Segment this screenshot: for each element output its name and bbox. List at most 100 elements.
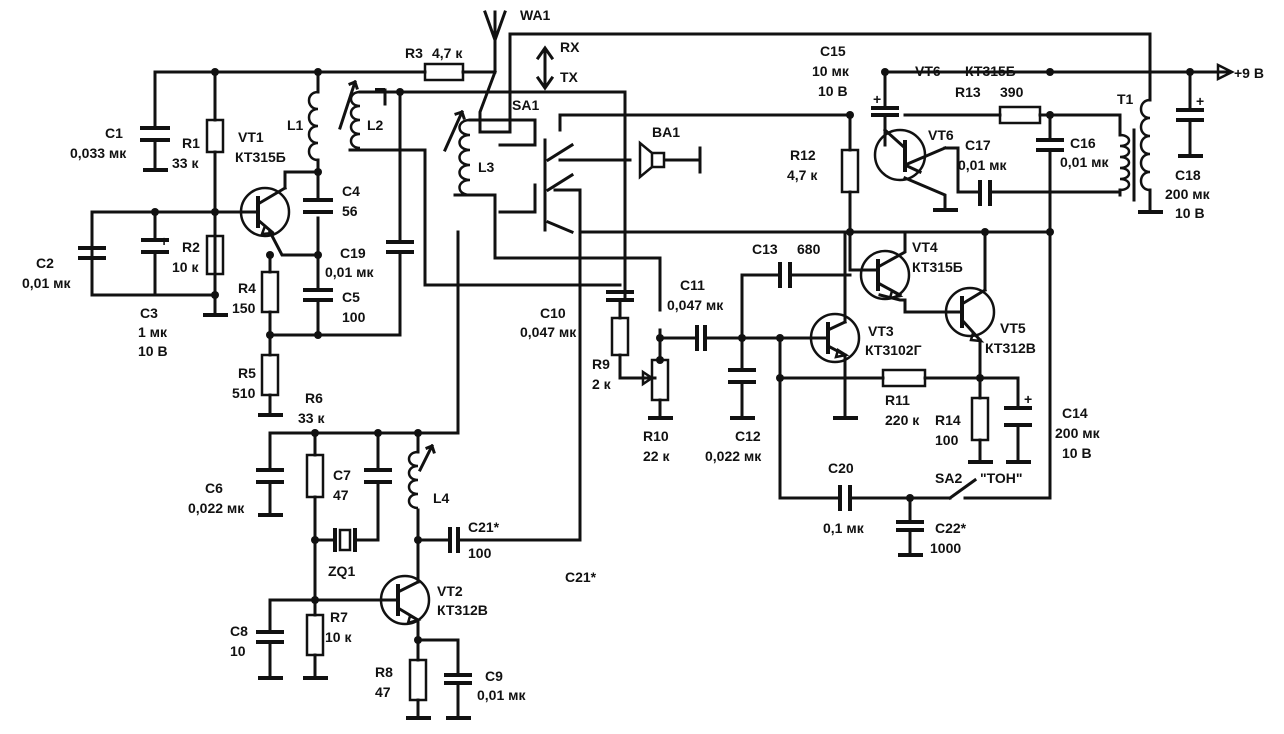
vt1-symbol <box>238 185 291 238</box>
label-c21a: C21* <box>468 519 500 535</box>
r6-body <box>305 453 325 499</box>
label-vt5v: КТ312В <box>985 340 1036 356</box>
c22-plates <box>896 520 924 532</box>
label-c12v: 0,022 мк <box>705 448 762 464</box>
label-vt4v: КТ315Б <box>912 259 963 275</box>
label-c1v: 0,033 мк <box>70 145 127 161</box>
label-zq1: ZQ1 <box>328 563 355 579</box>
vt3-symbol <box>806 312 861 364</box>
label-r13: R13 <box>955 84 981 100</box>
label-c4: C4 <box>342 183 360 199</box>
label-c8v: 10 <box>230 643 246 659</box>
r12-body <box>840 148 860 194</box>
label-vt1v: КТ315Б <box>235 149 286 165</box>
label-c14v: 200 мк <box>1055 425 1101 441</box>
label-r1: R1 <box>182 135 200 151</box>
label-c20v: 0,1 мк <box>823 520 865 536</box>
l4-coil <box>407 450 419 510</box>
speaker-symbol <box>650 151 666 169</box>
c12-plates <box>728 368 756 384</box>
label-c7v: 47 <box>333 487 349 503</box>
inductors <box>307 80 1151 510</box>
c6-plates <box>256 468 284 484</box>
r8-body <box>408 658 428 702</box>
label-r4: R4 <box>238 280 256 296</box>
c17-plates <box>978 180 992 206</box>
c8-plates <box>256 630 284 644</box>
r7-body <box>305 613 325 657</box>
r1-body <box>205 118 225 154</box>
label-c15v2: 10 В <box>818 83 848 99</box>
label-c13v: 680 <box>797 241 821 257</box>
label-c3v2: 10 В <box>138 343 168 359</box>
svg-text:+: + <box>1024 391 1032 407</box>
zq1-crystal <box>333 528 357 552</box>
label-c5v: 100 <box>342 309 366 325</box>
transistors <box>238 127 996 626</box>
c5-plates <box>303 288 333 302</box>
label-l2: L2 <box>367 117 384 133</box>
label-c2v: 0,01 мк <box>22 275 71 291</box>
label-r2v: 10 к <box>172 259 199 275</box>
vt2-symbol <box>373 574 431 626</box>
label-r11: R11 <box>885 392 910 408</box>
r14-body <box>970 396 990 442</box>
svg-text:+: + <box>873 91 881 107</box>
c13-plates <box>778 262 792 288</box>
label-c4v: 56 <box>342 203 358 219</box>
resistors <box>205 62 1042 702</box>
label-c13: C13 <box>752 241 778 257</box>
label-c11: C11 <box>680 277 705 293</box>
label-vt1: VT1 <box>238 129 264 145</box>
label-c15: C15 <box>820 43 846 59</box>
label-c21v: 100 <box>468 545 492 561</box>
label-c14v2: 10 В <box>1062 445 1092 461</box>
label-c19: C19 <box>340 245 366 261</box>
label-vt6: VT6 <box>915 63 941 79</box>
c1-plates <box>140 126 170 142</box>
label-r9: R9 <box>592 356 610 372</box>
label-c3: C3 <box>140 305 158 321</box>
label-c12: C12 <box>735 428 761 444</box>
label-sa1: SA1 <box>512 97 539 113</box>
label-t1: T1 <box>1117 91 1134 107</box>
label-c6v: 0,022 мк <box>188 500 245 516</box>
label-c9v: 0,01 мк <box>477 687 526 703</box>
label-vt3v: КТ3102Г <box>865 342 922 358</box>
label-c17: C17 <box>965 137 991 153</box>
vt4-symbol <box>859 230 911 301</box>
label-r3: R3 <box>405 45 423 61</box>
label-l3: L3 <box>478 159 495 175</box>
label-c10v: 0,047 мк <box>520 324 577 340</box>
vt5-symbol <box>943 286 996 343</box>
label-c18v2: 10 В <box>1175 205 1205 221</box>
label-r7v: 10 к <box>325 629 352 645</box>
label-tx: TX <box>560 69 579 85</box>
label-r10: R10 <box>643 428 669 444</box>
capacitors: + + + + <box>78 91 1204 685</box>
label-r8: R8 <box>375 664 393 680</box>
label-c22v: 1000 <box>930 540 961 556</box>
c14-plates <box>1004 406 1032 427</box>
label-wa1: WA1 <box>520 7 551 23</box>
label-c22: C22* <box>935 520 967 536</box>
misc-symbols <box>333 10 1235 552</box>
label-r9v: 2 к <box>592 376 612 392</box>
label-vt2v: КТ312В <box>437 602 488 618</box>
label-r13v: 390 <box>1000 84 1024 100</box>
c15-plates <box>871 106 899 117</box>
sa2-switch <box>947 477 978 501</box>
label-vt4: VT4 <box>912 239 938 255</box>
label-c21b: C21* <box>565 569 597 585</box>
label-r10v: 22 к <box>643 448 670 464</box>
c9-plates <box>444 673 472 685</box>
label-c6: C6 <box>205 480 223 496</box>
label-c16v: 0,01 мк <box>1060 154 1109 170</box>
c10-plates <box>606 290 634 302</box>
label-vt6b: VT6 <box>928 127 954 143</box>
l2-coil <box>349 90 361 150</box>
label-vt2: VT2 <box>437 583 463 599</box>
label-r7: R7 <box>330 609 348 625</box>
label-r6: R6 <box>305 390 323 406</box>
